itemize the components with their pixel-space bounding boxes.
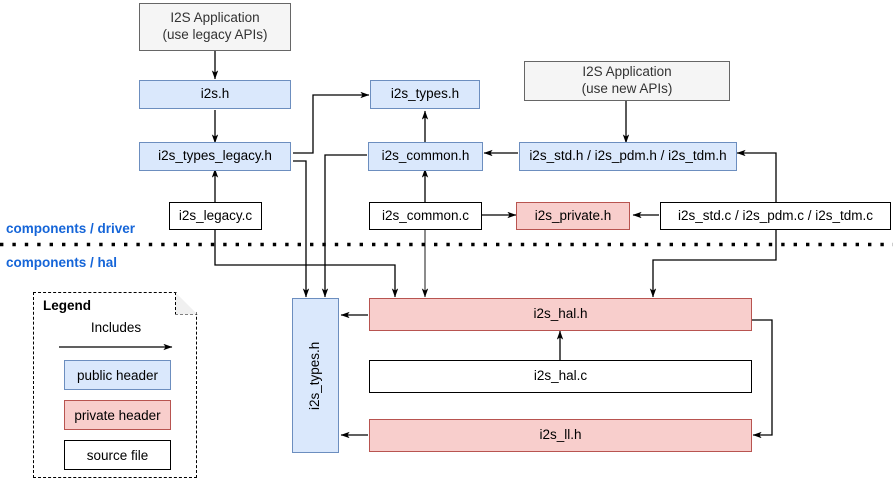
edge-std-c-to-std-h	[736, 149, 777, 203]
zone-label-hal: components / hal	[6, 255, 118, 270]
legend-arrow-icon	[59, 343, 173, 351]
node-i2s-private-h[interactable]: i2s_private.h	[516, 202, 630, 230]
legend-title: Legend	[43, 298, 92, 313]
edge-types-legacy-to-types-top	[293, 91, 370, 154]
legend-swatch-public-header: public header	[64, 360, 171, 390]
edge-types-legacy-to-types-hal	[293, 160, 310, 298]
edge-hal-h-to-ll-h	[752, 319, 773, 439]
legend-panel: Legend Includes public header private he…	[33, 291, 198, 478]
node-app-legacy[interactable]: I2S Application (use legacy APIs)	[139, 3, 291, 51]
node-i2s-std-pdm-tdm-c[interactable]: i2s_std.c / i2s_pdm.c / i2s_tdm.c	[660, 202, 891, 230]
node-i2s-std-pdm-tdm-h[interactable]: i2s_std.h / i2s_pdm.h / i2s_tdm.h	[519, 142, 737, 171]
edge-legacy-c-to-hal-h	[214, 229, 399, 298]
node-i2s-hal-c[interactable]: i2s_hal.c	[369, 360, 752, 393]
node-i2s-types-h-hal[interactable]: i2s_types.h	[292, 298, 339, 453]
node-i2s-h[interactable]: i2s.h	[139, 80, 291, 109]
node-i2s-ll-h[interactable]: i2s_ll.h	[369, 419, 752, 452]
node-i2s-common-c[interactable]: i2s_common.c	[369, 202, 482, 230]
edge-common-h-to-types-hal	[321, 154, 367, 298]
node-i2s-types-h[interactable]: i2s_types.h	[370, 80, 480, 109]
legend-swatch-private-header: private header	[64, 400, 171, 430]
legend-swatch-source-file: source file	[64, 440, 171, 470]
edge-std-c-to-hal-h	[649, 229, 777, 298]
node-app-new[interactable]: I2S Application (use new APIs)	[524, 61, 730, 101]
legend-includes-label: Includes	[90, 320, 142, 335]
node-i2s-legacy-c[interactable]: i2s_legacy.c	[169, 202, 262, 230]
node-i2s-hal-h[interactable]: i2s_hal.h	[369, 298, 752, 331]
zone-label-driver: components / driver	[6, 221, 136, 236]
node-i2s-common-h[interactable]: i2s_common.h	[368, 142, 483, 171]
node-i2s-types-legacy-h[interactable]: i2s_types_legacy.h	[139, 142, 291, 171]
